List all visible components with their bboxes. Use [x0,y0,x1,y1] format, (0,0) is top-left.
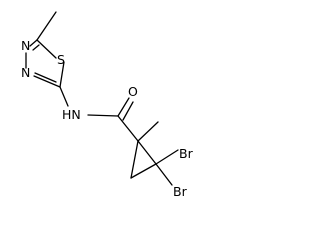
bond-cp1-methyl [137,121,159,142]
bond-c5-s1 [36,39,57,59]
bond-c2-n3 [33,75,61,88]
atom-amide-nh: HN [62,107,81,122]
thiadiazole-ring [25,11,65,88]
atom-sulfur: S [57,52,65,67]
bond-n4-c5 [29,39,38,47]
bond-cp3-cp1 [130,140,139,179]
bond-s1-c2 [59,61,65,88]
bond-c2-n3-double [34,72,57,83]
atom-bromine-lower: Br [173,184,188,199]
atom-nitrogen-upper: N [21,38,30,53]
bond-cp1-cp2 [137,140,157,165]
bond-cp2-br2 [155,163,173,186]
bond-cp2-cp3 [130,163,157,179]
bond-nh-carbonyl [87,114,119,117]
bond-n4-c5-double [32,44,40,51]
atom-carbonyl-oxygen: O [128,84,138,99]
atom-bromine-upper: Br [179,146,194,161]
molecule-structure: S N N HN O Br Br [21,11,194,199]
bond-methyl-c5 [36,11,57,41]
bond-carbonyl-cp1 [117,115,139,142]
amide-linker [59,86,139,142]
bond-carbonyl-o-double [122,101,134,121]
cyclopropane-ring [130,121,179,186]
bond-c2-nh [59,86,69,107]
bond-cp2-br1 [155,149,179,165]
atom-nitrogen-lower: N [21,65,30,80]
bond-carbonyl-o [117,97,130,117]
